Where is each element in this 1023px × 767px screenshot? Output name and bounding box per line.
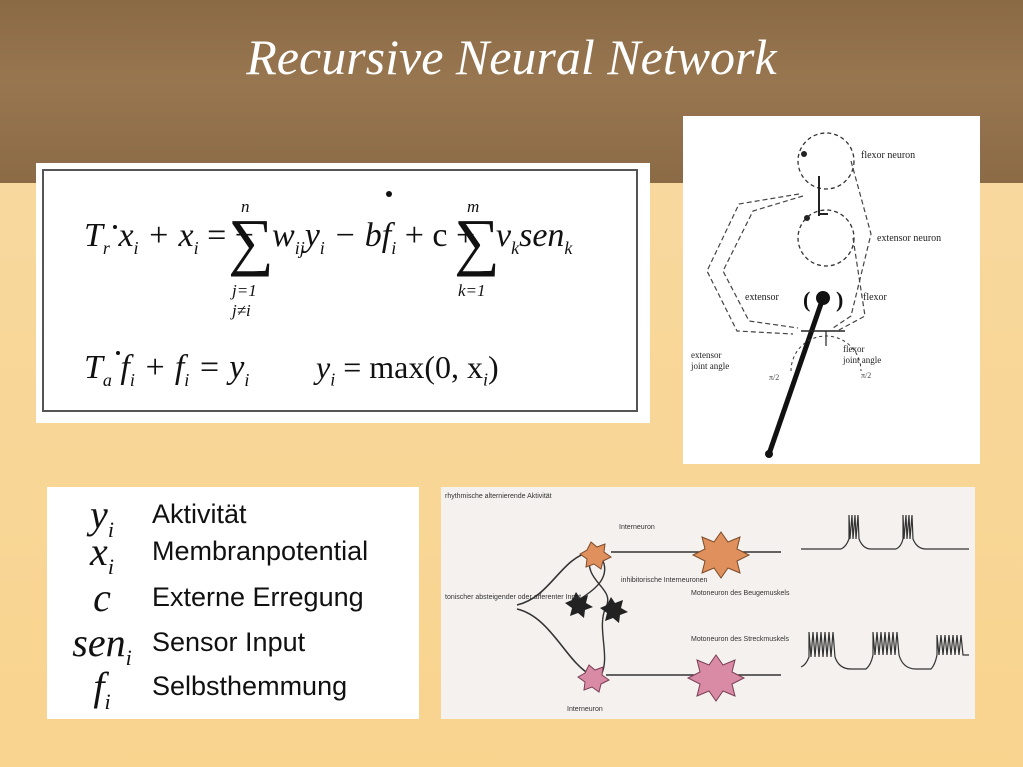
legend-symbol: seni (72, 620, 132, 670)
legend-label: Externe Erregung (152, 582, 364, 612)
motoneuron-flexor (691, 531, 751, 579)
sum2-symbol: ∑ (454, 206, 500, 277)
sum1-lower-2: j≠i (232, 301, 251, 320)
muscle-left-bracket: ( (803, 287, 810, 312)
inhibitory-neuron (565, 592, 593, 618)
limb-bar (766, 297, 826, 455)
fdot-dot (386, 191, 392, 197)
flexor-neuron-label: flexor neuron (861, 150, 915, 161)
fdot2-dot (116, 351, 120, 355)
angle-arc (790, 335, 862, 372)
legend-item: seni Sensor Input (47, 620, 419, 670)
slide-title: Recursive Neural Network (246, 29, 777, 85)
feedback-path (722, 195, 804, 329)
extensor-activity-trace (800, 631, 969, 670)
legend-label: Membranpotential (152, 536, 369, 566)
equation-2: Ta fi + fi = yi (84, 349, 250, 390)
synapse-dot (804, 215, 810, 221)
input-fiber (516, 608, 592, 676)
extensor-joint-angle-line1: extensor (691, 350, 722, 360)
inhibitory-label: inhibitorische Interneuronen (621, 577, 707, 584)
legend-item: yi Aktivität (47, 492, 419, 542)
sum1-symbol: ∑ (228, 206, 274, 277)
equations-panel: Tr xi + xi = − n ∑ j=1 j≠i wijyi − bfi +… (36, 163, 650, 423)
extensor-joint-angle-line2: joint angle (690, 361, 729, 371)
input-label: tonischer absteigender oder afferenter I… (445, 594, 581, 601)
flexor-label: flexor (863, 292, 888, 303)
central-pattern-generator-figure: rhythmische alternierende Aktivität Inte… (441, 487, 975, 719)
bio-caption: rhythmische alternierende Aktivität (445, 493, 552, 500)
motoneuron-extensor (686, 654, 746, 702)
motoneuron-extensor-label: Motoneuron des Streckmuskels (691, 636, 790, 643)
limb-end (765, 450, 773, 458)
legend-item: c Externe Erregung (47, 575, 419, 622)
sum1-lower-1: j=1 (232, 281, 257, 300)
cpg-diagram: rhythmische alternierende Aktivität Inte… (445, 493, 969, 713)
equation-1-sensor: vksenk (496, 217, 573, 258)
sum1-upper: n (241, 197, 250, 216)
flexor-neuron-circle (797, 132, 855, 190)
flexor-joint-angle-line1: flexor (843, 344, 865, 354)
legend-symbol: fi (93, 664, 111, 714)
legend-label: Sensor Input (152, 627, 306, 657)
xdot-dot (113, 225, 117, 229)
feedback-path (838, 237, 866, 331)
sum2-upper: m (467, 197, 480, 216)
muscle-right-bracket: ) (836, 287, 843, 312)
legend-symbol: c (93, 575, 111, 620)
joint-oscillator-diagram: ( ) flexor neuron extensor neuron extens… (690, 132, 941, 458)
equations-frame: Tr xi + xi = − n ∑ j=1 j≠i wijyi − bfi +… (42, 169, 638, 412)
flexor-activity-trace (801, 514, 969, 550)
legend-symbol: yi (90, 492, 114, 542)
synapse-dot (801, 151, 807, 157)
equation-3: yi = max(0, xi) (316, 349, 499, 390)
legend-label: Selbsthemmung (152, 671, 348, 701)
legend-item: fi Selbsthemmung (47, 664, 419, 714)
motoneuron-flexor-label: Motoneuron des Beugemuskels (691, 590, 790, 597)
equation-1-lhs: Tr xi + xi = − (84, 217, 254, 258)
flexor-joint-angle-line2: joint angle (842, 355, 881, 365)
feedback-path (706, 193, 800, 335)
extensor-label: extensor (745, 292, 780, 303)
interneuron-bottom-label: Interneuron (567, 706, 603, 713)
joint-oscillator-figure: ( ) flexor neuron extensor neuron extens… (683, 116, 980, 464)
variable-legend: yi Aktivität xi Membranpotential c Exter… (47, 487, 419, 719)
interneuron-top (579, 541, 612, 570)
legend-item: xi Membranpotential (47, 529, 419, 579)
interneuron-top-label: Interneuron (619, 524, 655, 531)
legend-symbol: xi (90, 529, 114, 579)
sum2-lower: k=1 (458, 281, 486, 300)
legend-label: Aktivität (152, 499, 247, 529)
equation-1-rhs: wijyi − bfi + c + (272, 217, 476, 258)
angle-limit-right: π/2 (861, 371, 871, 380)
interneuron-bottom (577, 664, 610, 693)
extensor-neuron-label: extensor neuron (877, 233, 941, 244)
inhibitory-neuron (600, 597, 628, 623)
angle-limit-left: π/2 (769, 373, 779, 382)
feedback-path (832, 160, 872, 329)
extensor-neuron-circle (797, 209, 855, 267)
